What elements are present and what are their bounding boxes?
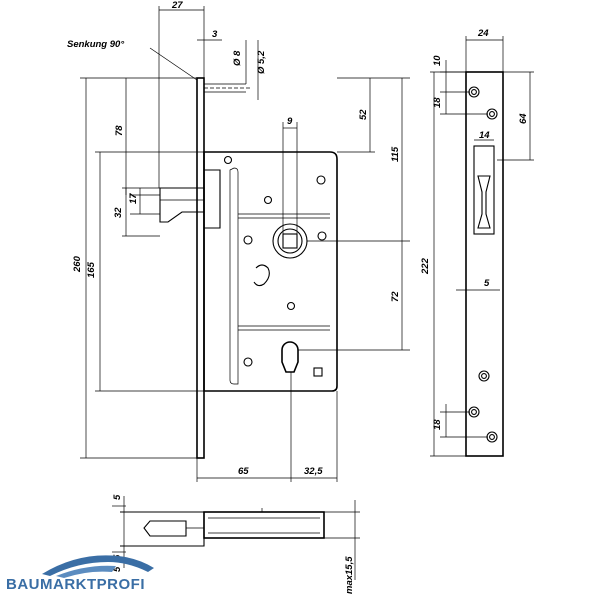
dim-115: 115	[390, 146, 401, 162]
lock-front-view	[130, 70, 338, 459]
dimension-lines	[80, 6, 410, 482]
dim-d8: Ø 8	[232, 50, 243, 66]
section-case	[203, 511, 325, 539]
dim-d52: Ø 5,2	[256, 50, 267, 74]
lock-case	[203, 151, 338, 392]
latch-housing	[204, 169, 221, 229]
dim-32: 32	[113, 207, 124, 218]
dimension-labels: Senkung 90° 27 3 Ø 8 Ø 5,2 260 165 78 32…	[67, 0, 529, 594]
dim-52: 52	[358, 109, 369, 120]
dim-5: 5	[484, 278, 490, 289]
countersink-note: Senkung 90°	[67, 39, 124, 50]
dim-222: 222	[420, 257, 431, 275]
dim-14: 14	[479, 130, 490, 141]
follower-square	[282, 233, 298, 249]
faceplate-hole	[468, 86, 480, 98]
section-bolt	[120, 511, 205, 547]
dim-24: 24	[477, 28, 489, 39]
faceplate-view	[430, 36, 534, 457]
logo-swoosh-icon	[42, 555, 154, 578]
dim-64: 64	[518, 113, 529, 124]
dim-18a: 18	[432, 97, 443, 108]
dim-9: 9	[287, 116, 293, 127]
baumarktprofi-logo: BAUMARKTPROFI	[4, 548, 174, 598]
latch-opening	[473, 145, 495, 235]
faceplate	[465, 71, 504, 457]
cylinder-hole	[281, 341, 299, 373]
dim-10: 10	[432, 55, 443, 66]
dim-32-5: 32,5	[304, 466, 323, 477]
dim-3: 3	[212, 29, 218, 40]
dim-17: 17	[128, 193, 139, 204]
dim-78: 78	[114, 125, 125, 136]
latch-bolt	[159, 187, 205, 223]
dim-27: 27	[171, 0, 183, 11]
logo-text: BAUMARKTPROFI	[6, 576, 145, 593]
dim-max15-5: max15,5	[344, 556, 355, 594]
dim-72: 72	[390, 291, 401, 302]
front-plate	[196, 77, 205, 459]
section-view	[112, 496, 360, 580]
dim-18b: 18	[432, 419, 443, 430]
dim-65: 65	[238, 466, 249, 477]
dim-260: 260	[72, 255, 83, 273]
dim-165: 165	[86, 261, 97, 278]
dim-5-top: 5	[112, 494, 123, 500]
dim-5-bot: 5	[112, 566, 123, 572]
